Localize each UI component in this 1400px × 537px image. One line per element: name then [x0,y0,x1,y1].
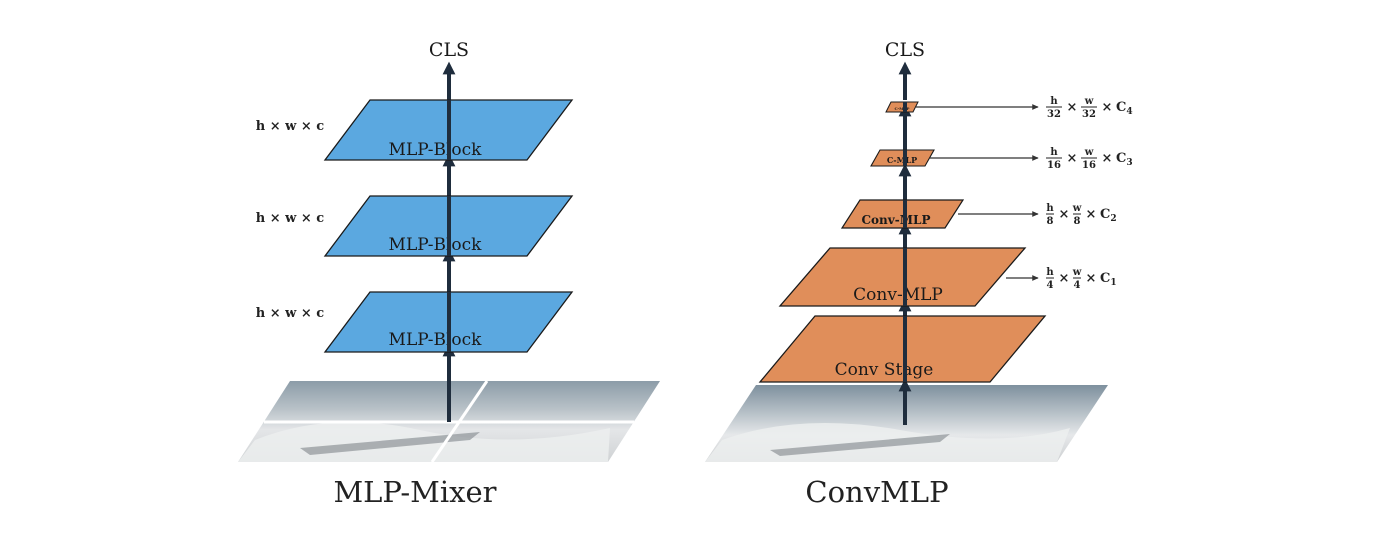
mixer-block-2: MLP-Block h × w × c [256,195,574,257]
mixer-dim-label: h × w × c [256,306,325,321]
fraction-numerator: w [1072,267,1082,278]
fraction-denominator: 4 [1074,280,1081,291]
mlp-mixer-column: MLP-Block h × w × c MLP-Block h × w × c … [238,39,660,509]
mixer-output-label: CLS [429,39,469,61]
times-sign: × [1059,271,1070,286]
times-sign: × [1086,271,1097,286]
stage-label: C-MLP [887,155,917,165]
times-sign: × [1067,100,1078,115]
times-sign: × [1102,100,1113,115]
mixer-block-3: MLP-Block h × w × c [256,291,574,353]
mixer-dim-label: h × w × c [256,211,325,226]
fraction-denominator: 8 [1074,216,1081,227]
times-sign: × [1059,207,1070,222]
fraction-denominator: 16 [1082,160,1096,171]
fraction-numerator: h [1046,267,1054,278]
convmlp-stage-1: Conv-MLP [778,247,1027,307]
convmlp-stage-4: C-MLP [885,101,919,113]
mixer-block-label: MLP-Block [389,140,483,160]
convmlp-output-label: CLS [885,39,925,61]
channel-subscript: 1 [1110,278,1116,288]
convmlp-stage-2: Conv-MLP [840,199,965,229]
fraction-numerator: w [1084,96,1094,107]
fraction-numerator: h [1050,147,1058,158]
fraction-numerator: w [1072,203,1082,214]
stage-label: Conv-MLP [862,213,931,227]
mixer-dim-label: h × w × c [256,119,325,134]
channel-label: C1 [1100,271,1117,288]
mixer-block-1: MLP-Block h × w × c [256,99,574,161]
mixer-caption: MLP-Mixer [333,475,496,509]
mixer-block-label: MLP-Block [389,330,483,350]
convmlp-conv-stage: Conv Stage [758,315,1047,383]
times-sign: × [1086,207,1097,222]
channel-subscript: 2 [1110,214,1116,224]
fraction-numerator: w [1084,147,1094,158]
stage-label: Conv-MLP [853,285,943,305]
convmlp-caption: ConvMLP [805,475,948,509]
times-sign: × [1067,151,1078,166]
channel-label: C4 [1116,100,1133,117]
fraction-numerator: h [1050,96,1058,107]
fraction-denominator: 4 [1047,280,1054,291]
mixer-block-label: MLP-Block [389,235,483,255]
fraction-denominator: 16 [1047,160,1061,171]
fraction-numerator: h [1046,203,1054,214]
fraction-denominator: 32 [1047,109,1061,120]
channel-subscript: 3 [1126,158,1132,168]
fraction-denominator: 8 [1047,216,1054,227]
channel-label: C2 [1100,207,1117,224]
stage-label: C-MLP [894,106,909,111]
conv-stage-label: Conv Stage [835,360,934,380]
channel-label: C3 [1116,151,1133,168]
convmlp-stage-3: C-MLP [870,149,935,167]
times-sign: × [1102,151,1113,166]
channel-subscript: 4 [1126,107,1132,117]
fraction-denominator: 32 [1082,109,1096,120]
convmlp-column: Conv Stage Conv-MLP Conv-MLP C-MLP C-MLP [705,39,1133,509]
